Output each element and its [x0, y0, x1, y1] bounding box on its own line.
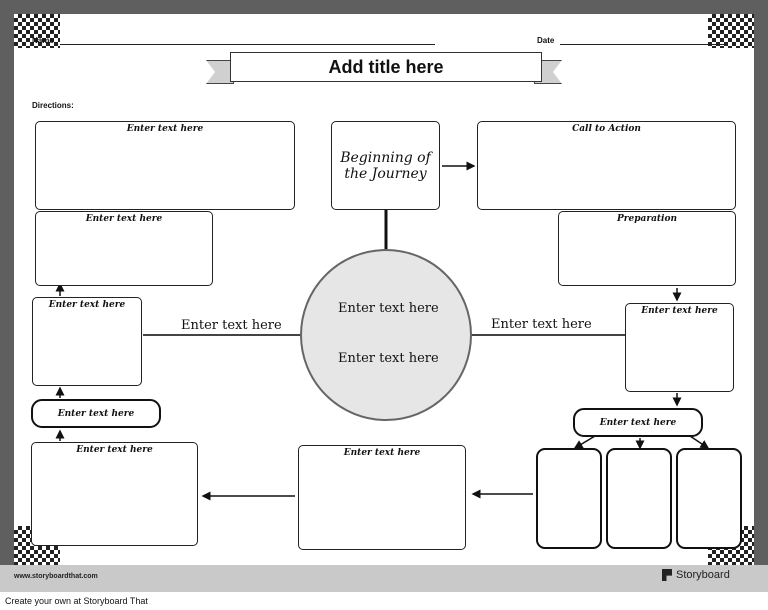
corner-pattern-top-right: [708, 14, 754, 48]
right-box-3[interactable]: Enter text here: [625, 303, 734, 392]
name-label: Name: [32, 36, 54, 45]
right-line-text: Enter text here: [491, 317, 592, 332]
left-box-2-text: Enter text here: [85, 214, 163, 224]
name-line[interactable]: [60, 44, 435, 45]
left-box-2[interactable]: Enter text here: [35, 211, 213, 286]
bottom-right-box-1[interactable]: [536, 448, 602, 549]
left-box-3-text: Enter text here: [48, 300, 126, 310]
bottom-left-box[interactable]: Enter text here: [31, 442, 198, 546]
preparation-box-text: Preparation: [616, 214, 678, 224]
right-box-3-text: Enter text here: [641, 306, 718, 316]
beginning-of-journey-box[interactable]: Beginning of the Journey: [331, 121, 440, 210]
right-pill[interactable]: Enter text here: [573, 408, 703, 437]
preparation-box[interactable]: Preparation: [558, 211, 736, 286]
date-line[interactable]: [560, 44, 726, 45]
left-box-3[interactable]: Enter text here: [32, 297, 142, 386]
left-pill[interactable]: Enter text here: [31, 399, 161, 428]
call-to-action-box[interactable]: Call to Action: [477, 121, 736, 210]
top-left-box-text: Enter text here: [126, 124, 204, 134]
title-banner[interactable]: Add title here: [230, 52, 542, 82]
top-left-box[interactable]: Enter text here: [35, 121, 295, 210]
corner-pattern-top-left: [14, 14, 60, 48]
left-line-text: Enter text here: [181, 318, 282, 333]
bottom-right-box-2[interactable]: [606, 448, 672, 549]
bottom-right-box-3[interactable]: [676, 448, 742, 549]
storyboard-logo-text: Storyboard: [676, 569, 730, 581]
bottom-left-box-text: Enter text here: [76, 445, 153, 455]
directions-label: Directions:: [32, 101, 74, 110]
storyboard-logo[interactable]: Storyboard: [662, 569, 730, 581]
footer-url[interactable]: www.storyboardthat.com: [14, 573, 98, 580]
footer-bar: [0, 565, 768, 592]
date-label: Date: [537, 36, 555, 45]
storyboard-logo-icon: [662, 569, 672, 581]
circle-bottom-text: Enter text here: [338, 351, 439, 366]
call-to-action-box-text: Call to Action: [572, 124, 641, 134]
center-circle[interactable]: [300, 249, 472, 421]
circle-top-text: Enter text here: [338, 301, 439, 316]
bottom-caption[interactable]: Create your own at Storyboard That: [5, 596, 148, 606]
bottom-center-box-text: Enter text here: [343, 448, 421, 458]
bottom-center-box[interactable]: Enter text here: [298, 445, 466, 550]
